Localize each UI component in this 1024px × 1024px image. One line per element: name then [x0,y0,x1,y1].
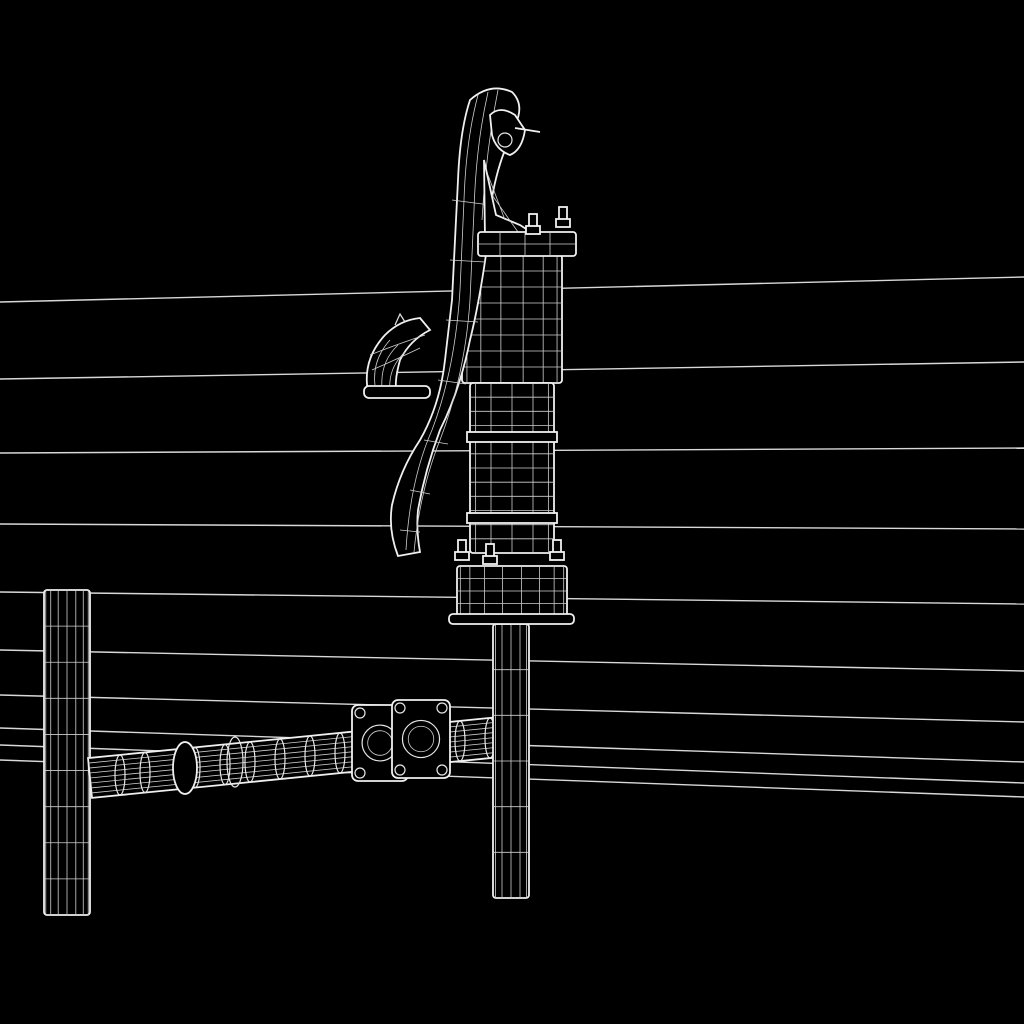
flange-bolt-icon [394,702,406,714]
pump-top-cap-wireframe [477,231,577,257]
bolt-nut [555,218,571,228]
flange [391,699,451,779]
pump-spout-wireframe [363,312,432,399]
pipe-ring [139,751,151,794]
flange-bolt-icon [436,764,448,776]
flange-bolt-icon [354,707,366,719]
bolt-set [454,206,571,565]
barrel-ring [466,431,558,443]
pipe-ring [114,754,126,796]
barrel-ring [466,512,558,524]
pipe-ring [334,732,346,774]
pump-handle-wireframe [389,87,543,558]
bolt-nut [525,225,541,235]
down-pipe-wireframe [492,623,530,899]
pump-base-plate [448,613,575,625]
pipe-ring [274,738,286,780]
pipe-flange-wireframe [351,699,451,782]
left-post-wireframe [43,589,91,916]
flange-bolt-icon [436,702,448,714]
pipe-ring [304,735,316,777]
pipe-coupling [226,736,244,788]
bolt-nut [549,551,565,561]
pump-body-wireframe [448,254,575,625]
pipe-ring [244,741,256,783]
bolt-nut [454,551,470,561]
flange-bolt-icon [394,764,406,776]
pipe-coupling [172,741,198,795]
bolt-nut [482,555,498,565]
flange-bolt-icon [354,767,366,779]
pipe-ring [219,743,231,786]
pipe-ring [454,720,466,762]
